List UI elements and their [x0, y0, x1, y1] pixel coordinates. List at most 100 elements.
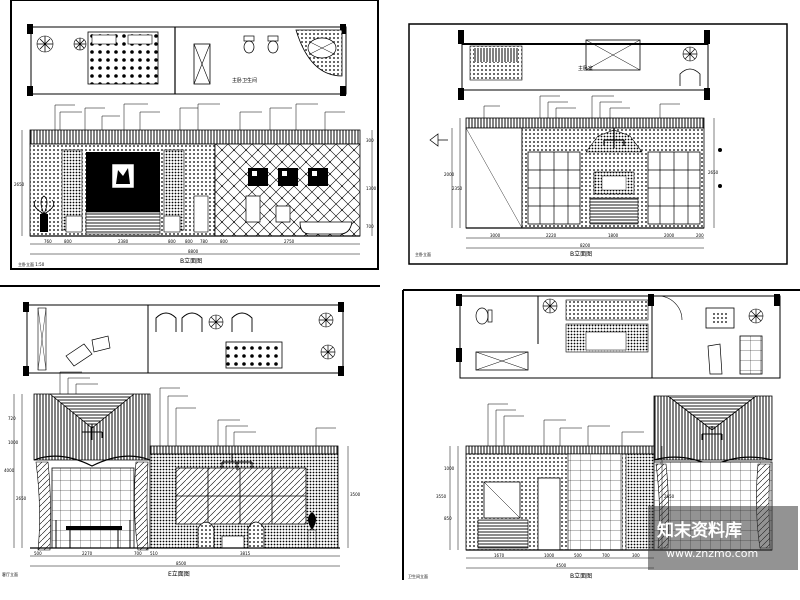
chandelier-icon — [701, 426, 723, 442]
dim-label: 2270 — [82, 551, 93, 556]
plant-icon — [33, 195, 55, 232]
tr-elevation — [429, 117, 722, 229]
dim-label: 2000 — [444, 172, 455, 177]
dim-label: 2380 — [118, 239, 129, 244]
dim-label: 800 — [220, 239, 228, 244]
dim-total: 8500 — [176, 561, 187, 566]
br-caption: B立面图 — [570, 572, 592, 580]
watermark-brand: 知末资料库 — [656, 520, 742, 541]
br-floor-plan — [456, 294, 781, 379]
dim-label: 800 — [64, 239, 72, 244]
plant-icon — [318, 312, 334, 328]
tl-floor-plan: 主卧卫生间 — [27, 24, 347, 96]
dim-label: 2750 — [284, 239, 295, 244]
bl-caption: E立面图 — [168, 570, 190, 578]
armchair-icon — [197, 521, 215, 548]
dim-label: 3550 — [436, 494, 447, 499]
dim-label: 2650 — [664, 494, 675, 499]
plant-icon — [73, 37, 87, 51]
dim-label: 800 — [168, 239, 176, 244]
plant-icon — [748, 308, 764, 324]
dim-label: 2650 — [708, 170, 719, 175]
tr-plan-label: 主卧室 — [578, 65, 593, 72]
bathtub-icon — [295, 29, 343, 77]
dim-label: 780 — [200, 239, 208, 244]
dim-label: 3000 — [490, 233, 501, 238]
watermark-bg — [648, 506, 798, 570]
plant-icon — [320, 344, 336, 360]
plant-icon — [542, 298, 558, 314]
tr-floor-plan: 主卧室 — [458, 30, 710, 100]
dim-label: 4000 — [4, 468, 15, 473]
dim-label: 850 — [444, 516, 452, 521]
dim-label: 1000 — [8, 440, 19, 445]
tl-caption: B立面图 — [180, 257, 202, 265]
panel-bottom-left: 500 2270 700 510 3815 8500 720 1000 2650… — [2, 302, 361, 578]
bl-callouts — [59, 371, 336, 446]
chandelier-icon — [221, 454, 253, 470]
watermark-url: www.znzmo.com — [666, 547, 758, 560]
bl-floor-plan — [23, 302, 344, 376]
toilet-icon — [243, 35, 255, 54]
tr-caption: B立面图 — [570, 250, 592, 258]
bl-note: 客厅立面 — [2, 571, 18, 577]
dim-label: 300 — [366, 138, 374, 143]
dim-label: 760 — [44, 239, 52, 244]
armchair-icon — [705, 307, 735, 329]
panel-top-left: 主卧卫生间 — [14, 24, 377, 267]
dim-label: 1670 — [494, 553, 505, 558]
dim-label: 2350 — [452, 186, 463, 191]
dim-label: 500 — [34, 551, 42, 556]
armchair-icon — [679, 68, 701, 86]
tl-callouts — [54, 103, 345, 140]
tl-elevation — [29, 129, 361, 237]
desk-chair-icon — [65, 335, 111, 367]
dim-label: 700 — [366, 224, 374, 229]
chandelier-icon — [603, 128, 625, 148]
dim-label: 800 — [185, 239, 193, 244]
dim-label: 720 — [8, 416, 16, 421]
tl-plan-label: 主卧卫生间 — [232, 77, 257, 84]
armchair-icon — [181, 312, 203, 332]
dim-total: 8200 — [580, 243, 591, 248]
tl-note: 主卧立面 1:50 — [18, 261, 45, 267]
dim-label: 1000 — [444, 466, 455, 471]
dim-label: 2000 — [664, 233, 675, 238]
table-chairs — [55, 520, 131, 548]
dim-label: 500 — [574, 553, 582, 558]
br-dimensions: 1670 1000 500 700 300 4500 1000 850 3550… — [408, 446, 675, 580]
plant-icon — [307, 512, 317, 549]
panel-frame-top-left — [10, 0, 379, 270]
panel-frame-top-right — [408, 23, 788, 265]
tr-dimensions: 3000 2220 1800 2000 200 8200 2000 2350 2… — [415, 118, 719, 258]
dim-total: 8800 — [188, 249, 199, 254]
dim-total: 4500 — [556, 563, 567, 568]
toilet-icon — [475, 307, 493, 325]
plant-icon — [36, 35, 54, 53]
dim-label: 510 — [150, 551, 158, 556]
dim-label: 2650 — [16, 496, 27, 501]
chandelier-icon — [81, 424, 103, 440]
dim-label: 700 — [602, 553, 610, 558]
plant-icon — [208, 314, 224, 330]
panel-top-right: 主卧室 — [415, 30, 722, 258]
dim-label: 700 — [134, 551, 142, 556]
toilet-icon — [267, 35, 279, 54]
armchair-icon — [231, 312, 253, 332]
bl-elevation — [30, 393, 340, 551]
dim-label: 3500 — [350, 492, 361, 497]
br-callouts — [487, 403, 644, 452]
dim-label: 2220 — [546, 233, 557, 238]
tl-dimensions: 760 800 2380 800 800 780 800 2750 8800 3… — [14, 130, 377, 267]
plant-icon — [682, 46, 698, 62]
watermark: 知末资料库 www.znzmo.com — [648, 506, 798, 570]
dim-label: 3815 — [240, 551, 251, 556]
dim-label: 1000 — [544, 553, 555, 558]
dim-label: 1300 — [366, 186, 377, 191]
armchair-icon — [247, 521, 265, 548]
armchair-icon — [155, 312, 177, 332]
dim-label: 300 — [632, 553, 640, 558]
dim-label: 200 — [696, 233, 704, 238]
br-note: 卫生间立面 — [408, 573, 428, 579]
